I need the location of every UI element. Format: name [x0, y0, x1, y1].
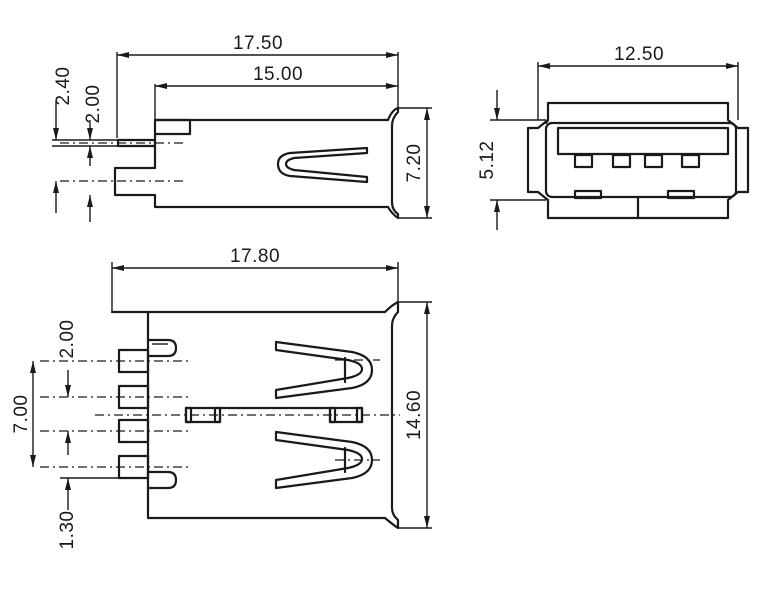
dim-end-height: 5.12	[477, 141, 498, 180]
dim-pin-offset-b: 2.00	[83, 85, 104, 124]
bottom-view: 17.80 14.60 7.00 2.00 1.30	[11, 246, 432, 549]
dim-end-width: 12.50	[614, 44, 664, 65]
dim-pin-span: 7.00	[11, 395, 32, 434]
dim-body-length: 15.00	[253, 64, 303, 85]
dim-bottom-length: 17.80	[230, 246, 280, 267]
dim-pin-offset-a: 2.40	[53, 67, 74, 106]
dim-bottom-width: 14.60	[404, 390, 425, 440]
dim-height: 7.20	[404, 144, 425, 183]
dim-overall-length: 17.50	[233, 33, 283, 54]
dim-pin-pitch-top: 2.00	[57, 320, 78, 359]
dim-pin-pitch-bottom: 1.30	[57, 511, 78, 550]
side-view: 17.50 15.00 2.40 2.00 7.20	[52, 33, 432, 222]
end-view: 12.50 5.12	[477, 44, 750, 230]
